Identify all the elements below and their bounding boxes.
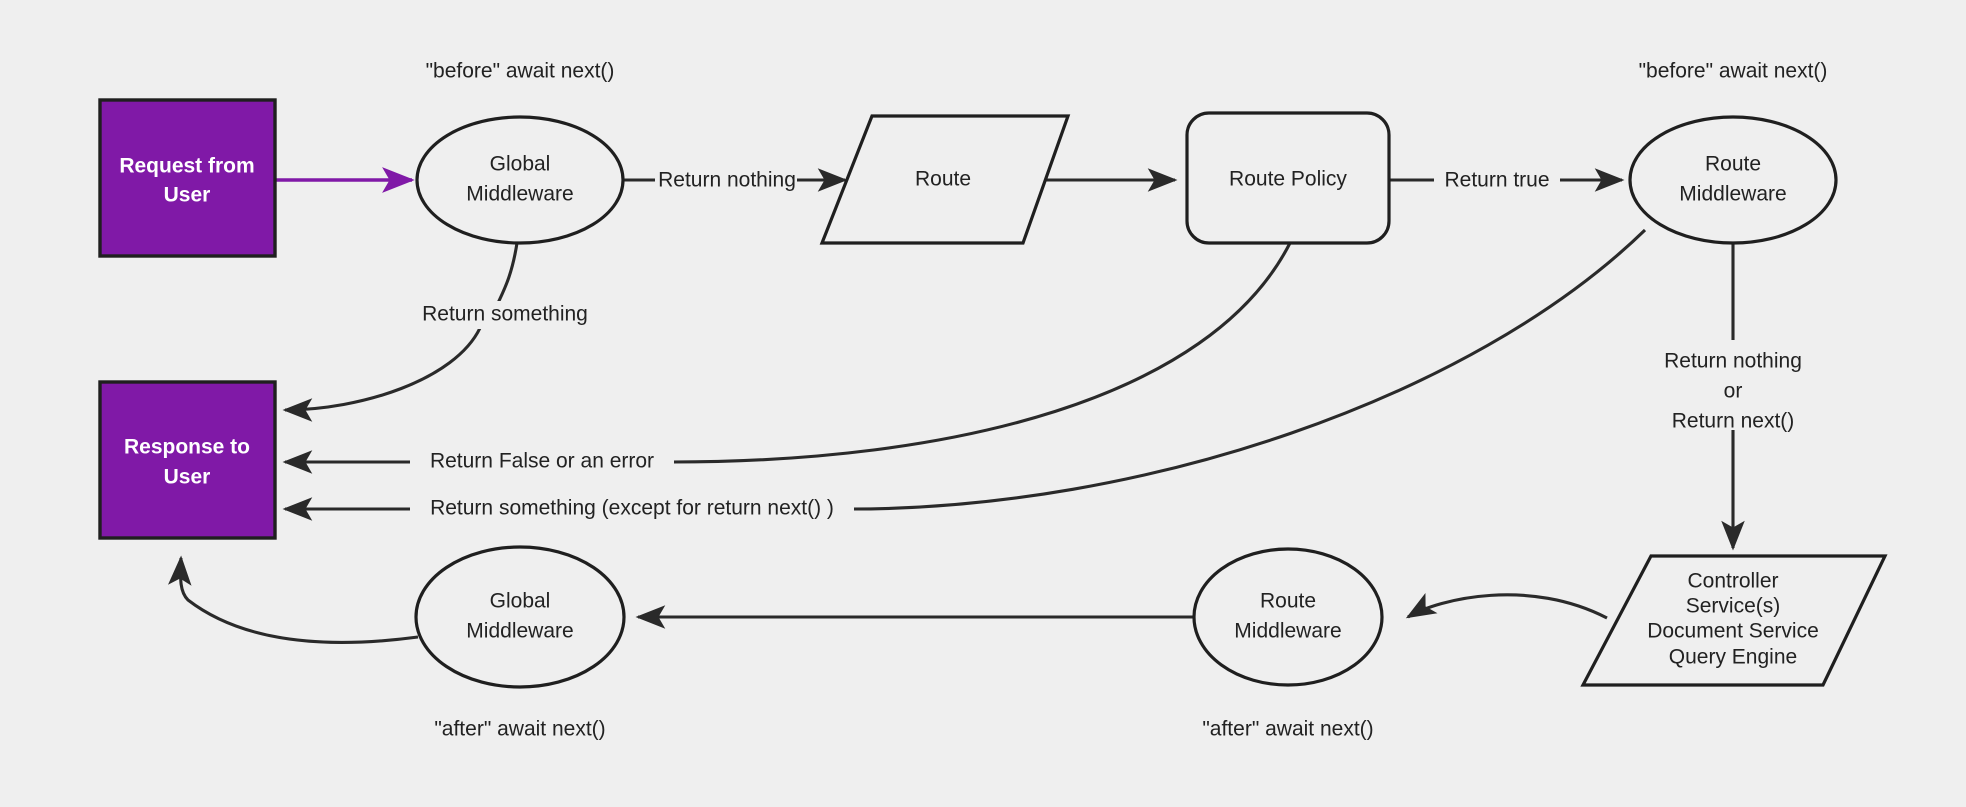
global-middleware-top-label-line1: Global — [490, 153, 551, 176]
request-from-user-label-line1: Request from — [119, 155, 254, 178]
edge-label-return-true: Return true — [1434, 166, 1560, 194]
node-controller-services[interactable]: Controller Service(s) Document Service Q… — [1580, 554, 1888, 687]
route-mw-out-line2: or — [1724, 380, 1743, 403]
annotation-after-global-middleware: "after" await next() — [434, 718, 605, 741]
node-response-to-user[interactable]: Response to User — [98, 380, 277, 540]
edge-route-policy-to-response — [282, 242, 1292, 474]
node-request-from-user[interactable]: Request from User — [98, 98, 277, 258]
edge-global-middleware-to-response — [282, 242, 519, 422]
annotation-before-route-middleware: "before" await next() — [1639, 60, 1828, 83]
global-middleware-top-label-line2: Middleware — [466, 183, 573, 206]
annotation-after-route-middleware: "after" await next() — [1202, 718, 1373, 741]
global-middleware-bottom-label-line1: Global — [490, 590, 551, 613]
edge-label-return-something-except-next: Return something (except for return next… — [410, 495, 854, 523]
route-middleware-top-label-line2: Middleware — [1679, 183, 1786, 206]
edge-label-route-middleware-output: Return nothing or Return next() — [1640, 340, 1830, 433]
route-middleware-bottom-label-line1: Route — [1260, 590, 1316, 613]
route-policy-label: Route Policy — [1229, 168, 1347, 191]
return-nothing-label: Return nothing — [658, 169, 796, 192]
edge-label-return-something-global: Return something — [412, 301, 598, 329]
edge-label-return-false-or-error: Return False or an error — [410, 448, 674, 476]
global-middleware-bottom-label-line2: Middleware — [466, 620, 573, 643]
node-route-middleware-top[interactable]: Route Middleware — [1628, 115, 1838, 245]
route-mw-out-line1: Return nothing — [1664, 350, 1802, 373]
return-true-label: Return true — [1444, 169, 1549, 192]
route-middleware-bottom-label-line2: Middleware — [1234, 620, 1341, 643]
node-route-middleware-bottom[interactable]: Route Middleware — [1192, 547, 1384, 687]
node-global-middleware-top[interactable]: Global Middleware — [415, 115, 625, 245]
edge-global-middleware-bottom-to-response — [167, 555, 419, 644]
controller-label-line3: Document Service — [1647, 620, 1819, 643]
response-to-user-label-line2: User — [164, 466, 211, 489]
node-route-policy[interactable]: Route Policy — [1185, 111, 1391, 245]
route-middleware-top-label-line1: Route — [1705, 153, 1761, 176]
edge-route-middleware-to-response — [282, 228, 1647, 521]
edge-controller-to-route-middleware-bottom — [1405, 592, 1608, 620]
route-mw-out-line3: Return next() — [1672, 410, 1795, 433]
node-global-middleware-bottom[interactable]: Global Middleware — [414, 545, 626, 689]
controller-label-line2: Service(s) — [1686, 595, 1781, 618]
response-to-user-label-line1: Response to — [124, 436, 250, 459]
return-false-or-error-label: Return False or an error — [430, 450, 654, 473]
annotation-before-global-middleware: "before" await next() — [426, 60, 615, 83]
request-from-user-label-line2: User — [164, 184, 211, 207]
edge-label-return-nothing: Return nothing — [655, 166, 797, 194]
route-label: Route — [915, 168, 971, 191]
node-route[interactable]: Route — [819, 114, 1071, 245]
return-something-except-next-label: Return something (except for return next… — [430, 497, 834, 520]
return-something-label: Return something — [422, 303, 588, 326]
controller-label-line4: Query Engine — [1669, 646, 1797, 669]
controller-label-line1: Controller — [1687, 570, 1778, 593]
